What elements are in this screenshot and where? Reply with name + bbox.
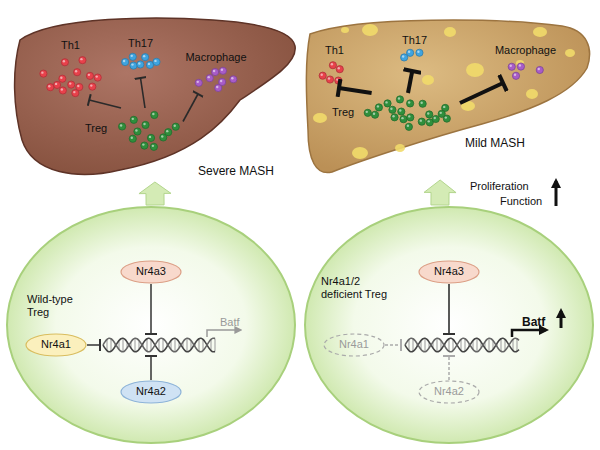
cell-type-label: Th1 [325, 44, 344, 57]
inhibition-line [141, 78, 146, 108]
effect-label: Function [500, 195, 542, 208]
cell-type-label: Macrophage [185, 51, 246, 64]
repression-line [448, 284, 450, 334]
repression-line [448, 356, 450, 380]
protein-ellipse: Nr4a3 [418, 260, 480, 284]
protein-ellipse-absent: Nr4a1 [323, 333, 385, 357]
increase-arrow [560, 311, 563, 328]
macrophage-cluster: Macrophage [180, 50, 252, 94]
cell-cluster-dots [38, 54, 103, 98]
gene-label: Batf [220, 316, 240, 329]
dna-helix [103, 338, 519, 352]
disease-label: Mild MASH [465, 136, 525, 150]
cell-title: Wild-type Treg [27, 293, 89, 319]
disease-label: Severe MASH [198, 164, 274, 178]
protein-name: Nr4a1 [339, 338, 369, 351]
liver-outline [300, 8, 595, 180]
liver-severe: Severe MASH Th1 Th17MacrophageTreg [8, 8, 300, 182]
effect-label: Proliferation [470, 180, 529, 193]
treg-cluster: Treg [330, 93, 460, 133]
cell-type-label: Th17 [128, 37, 153, 50]
protein-name: Nr4a2 [434, 385, 464, 398]
repression-line [150, 284, 152, 334]
label-holder: Batf [522, 312, 545, 330]
protein-ellipse: Nr4a1 [25, 333, 87, 357]
th17-cluster: Th17 [113, 36, 168, 78]
block-arrow [424, 180, 456, 205]
cell-type-label: Th1 [61, 39, 80, 52]
protein-name: Nr4a3 [136, 265, 166, 278]
macrophage-cluster: Macrophage [488, 43, 563, 83]
repression-line [385, 344, 401, 346]
cell-cluster-dots [117, 111, 181, 151]
cell-cluster-dots [364, 95, 458, 131]
cell-title: Nr4a1/2 deficient Treg [321, 275, 391, 301]
transcription-arrow [207, 330, 240, 337]
label-holder: Batf [220, 312, 240, 330]
treg-cluster: Treg [83, 108, 183, 153]
cell-cluster-dots [400, 48, 430, 68]
liver-mild: Mild MASH Th1 Th17MacrophageTreg [300, 8, 595, 180]
cell-cluster-dots [118, 51, 163, 76]
block-arrow [139, 182, 171, 205]
repression-line [150, 356, 152, 380]
increase-arrow [555, 181, 558, 206]
repression-line [87, 344, 100, 346]
cell-cluster-dots [503, 59, 548, 81]
protein-ellipse-absent: Nr4a2 [418, 380, 480, 404]
liver-outline [8, 8, 300, 182]
protein-name: Nr4a3 [434, 265, 464, 278]
th1-cluster: Th1 [33, 38, 108, 100]
inhibition-line [339, 88, 372, 93]
inhibition-line [408, 71, 412, 93]
cell-type-label: Th17 [402, 34, 427, 47]
gene-label: Batf [522, 315, 545, 329]
cell-type-label: Macrophage [495, 44, 556, 57]
label-holder: Function [500, 191, 542, 209]
protein-name: Nr4a1 [41, 338, 71, 351]
inhibition-line [183, 94, 198, 122]
label-holder: Proliferation [470, 176, 529, 194]
protein-ellipse: Nr4a3 [120, 260, 182, 284]
cell-type-label: Treg [332, 106, 354, 119]
cell-cluster-dots [318, 59, 352, 85]
transcription-arrow [512, 330, 546, 337]
protein-ellipse: Nr4a2 [120, 380, 182, 404]
protein-name: Nr4a2 [136, 385, 166, 398]
cell-cluster-dots [188, 66, 243, 92]
cell-type-label: Treg [85, 122, 107, 135]
th1-cluster: Th1 [312, 43, 357, 88]
inhibition-line [460, 83, 503, 103]
inhibition-line [89, 100, 121, 108]
th17-cluster: Th17 [392, 33, 437, 71]
